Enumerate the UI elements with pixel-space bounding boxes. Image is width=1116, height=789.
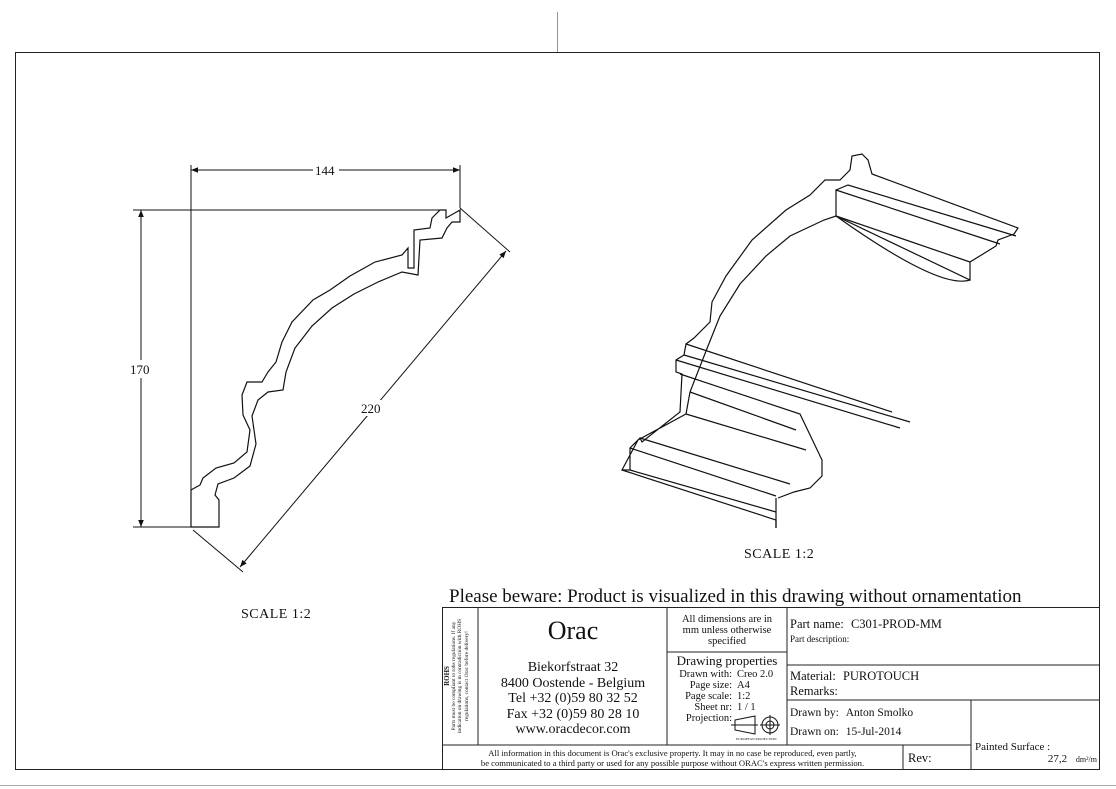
address-tel: Tel +32 (0)59 80 32 52 <box>508 691 638 706</box>
rohs-text: Parts must be compliant to rohs regulati… <box>451 618 470 734</box>
address-city: 8400 Oostende - Belgium <box>500 675 646 691</box>
painted-surface-unit: dm²/m <box>1075 755 1097 764</box>
dim-height: 170 <box>130 362 150 377</box>
ornamentation-notice: Please beware: Product is visualized in … <box>449 586 1022 607</box>
prop-label: Page scale: <box>685 691 732 702</box>
center-mark <box>557 12 558 52</box>
company-name: Orac <box>547 616 599 645</box>
title-block-lines <box>442 607 1100 770</box>
revision-label: Rev: <box>908 751 932 765</box>
prop-value: 1 / 1 <box>737 702 756 713</box>
material-label: Material: <box>790 669 836 683</box>
address-street: Biekorfstraat 32 <box>527 660 619 675</box>
projection-symbol-icon <box>731 715 780 735</box>
dim-diagonal: 220 <box>361 401 381 416</box>
address-website[interactable]: www.oracdecor.com <box>515 722 631 737</box>
prop-label: Projection: <box>685 713 732 724</box>
isometric-view <box>621 153 1019 528</box>
rohs-heading: ROHS <box>443 666 451 686</box>
page-bottom-edge <box>0 785 1116 786</box>
drawing-properties: Drawn with: Creo 2.0 Page size: A4 Page sc… <box>668 669 786 724</box>
painted-surface-value: 27,2 <box>1047 753 1068 765</box>
prop-value: Creo 2.0 <box>737 669 774 680</box>
prop-label: Page size: <box>689 680 732 691</box>
drawn-on-row: Drawn on: 15-Jul-2014 <box>790 726 901 738</box>
painted-surface-label: Painted Surface : <box>975 741 1051 753</box>
painted-surface-row: 27,2 dm²/m <box>975 753 1097 765</box>
drawn-on-label: Drawn on: <box>790 726 839 738</box>
property-footer: All information in this document is Orac… <box>443 748 902 768</box>
footer-line: be communicated to a third party or used… <box>480 758 865 768</box>
projection-caption: EUROPEAN PROJECTION <box>736 737 777 741</box>
drawn-by-row: Drawn by: Anton Smolko <box>790 707 913 719</box>
rohs-notice: ROHS Parts must be compliant to rohs reg… <box>443 612 477 740</box>
prop-label: Sheet nr: <box>694 702 732 713</box>
drawn-by-label: Drawn by: <box>790 707 839 719</box>
dimensions-note: All dimensions are in mm unless otherwis… <box>668 614 786 647</box>
dimension-lines <box>133 165 511 573</box>
part-name-label: Part name: <box>790 617 844 631</box>
prop-value: A4 <box>737 680 750 691</box>
dims-note-line: specified <box>708 636 746 647</box>
scale-label-section: SCALE 1:2 <box>241 607 312 622</box>
footer-line: All information in this document is Orac… <box>488 748 857 758</box>
material-value: PUROTOUCH <box>842 669 920 683</box>
prop-value: 1:2 <box>737 691 751 702</box>
profile-cross-section <box>190 208 461 528</box>
remarks-label: Remarks: <box>790 684 838 698</box>
company-address: Biekorfstraat 32 8400 Oostende - Belgium… <box>479 660 667 738</box>
part-name-value: C301-PROD-MM <box>850 617 942 631</box>
dims-note-line: All dimensions are in <box>681 614 773 625</box>
part-description-label: Part description: <box>790 634 850 644</box>
part-name-row: Part name: C301-PROD-MM <box>790 617 942 631</box>
scale-label-isometric: SCALE 1:2 <box>744 547 815 562</box>
dims-note-line: mm unless otherwise <box>682 625 772 636</box>
title-block <box>442 607 1100 770</box>
prop-label: Drawn with: <box>679 669 732 680</box>
material-row: Material: PUROTOUCH <box>790 669 919 683</box>
address-fax: Fax +32 (0)59 80 28 10 <box>506 706 640 722</box>
drawn-on-value: 15-Jul-2014 <box>845 726 902 738</box>
drawing-properties-heading: Drawing properties <box>676 653 778 668</box>
dim-width: 144 <box>315 163 335 178</box>
drawn-by-value: Anton Smolko <box>845 707 914 719</box>
